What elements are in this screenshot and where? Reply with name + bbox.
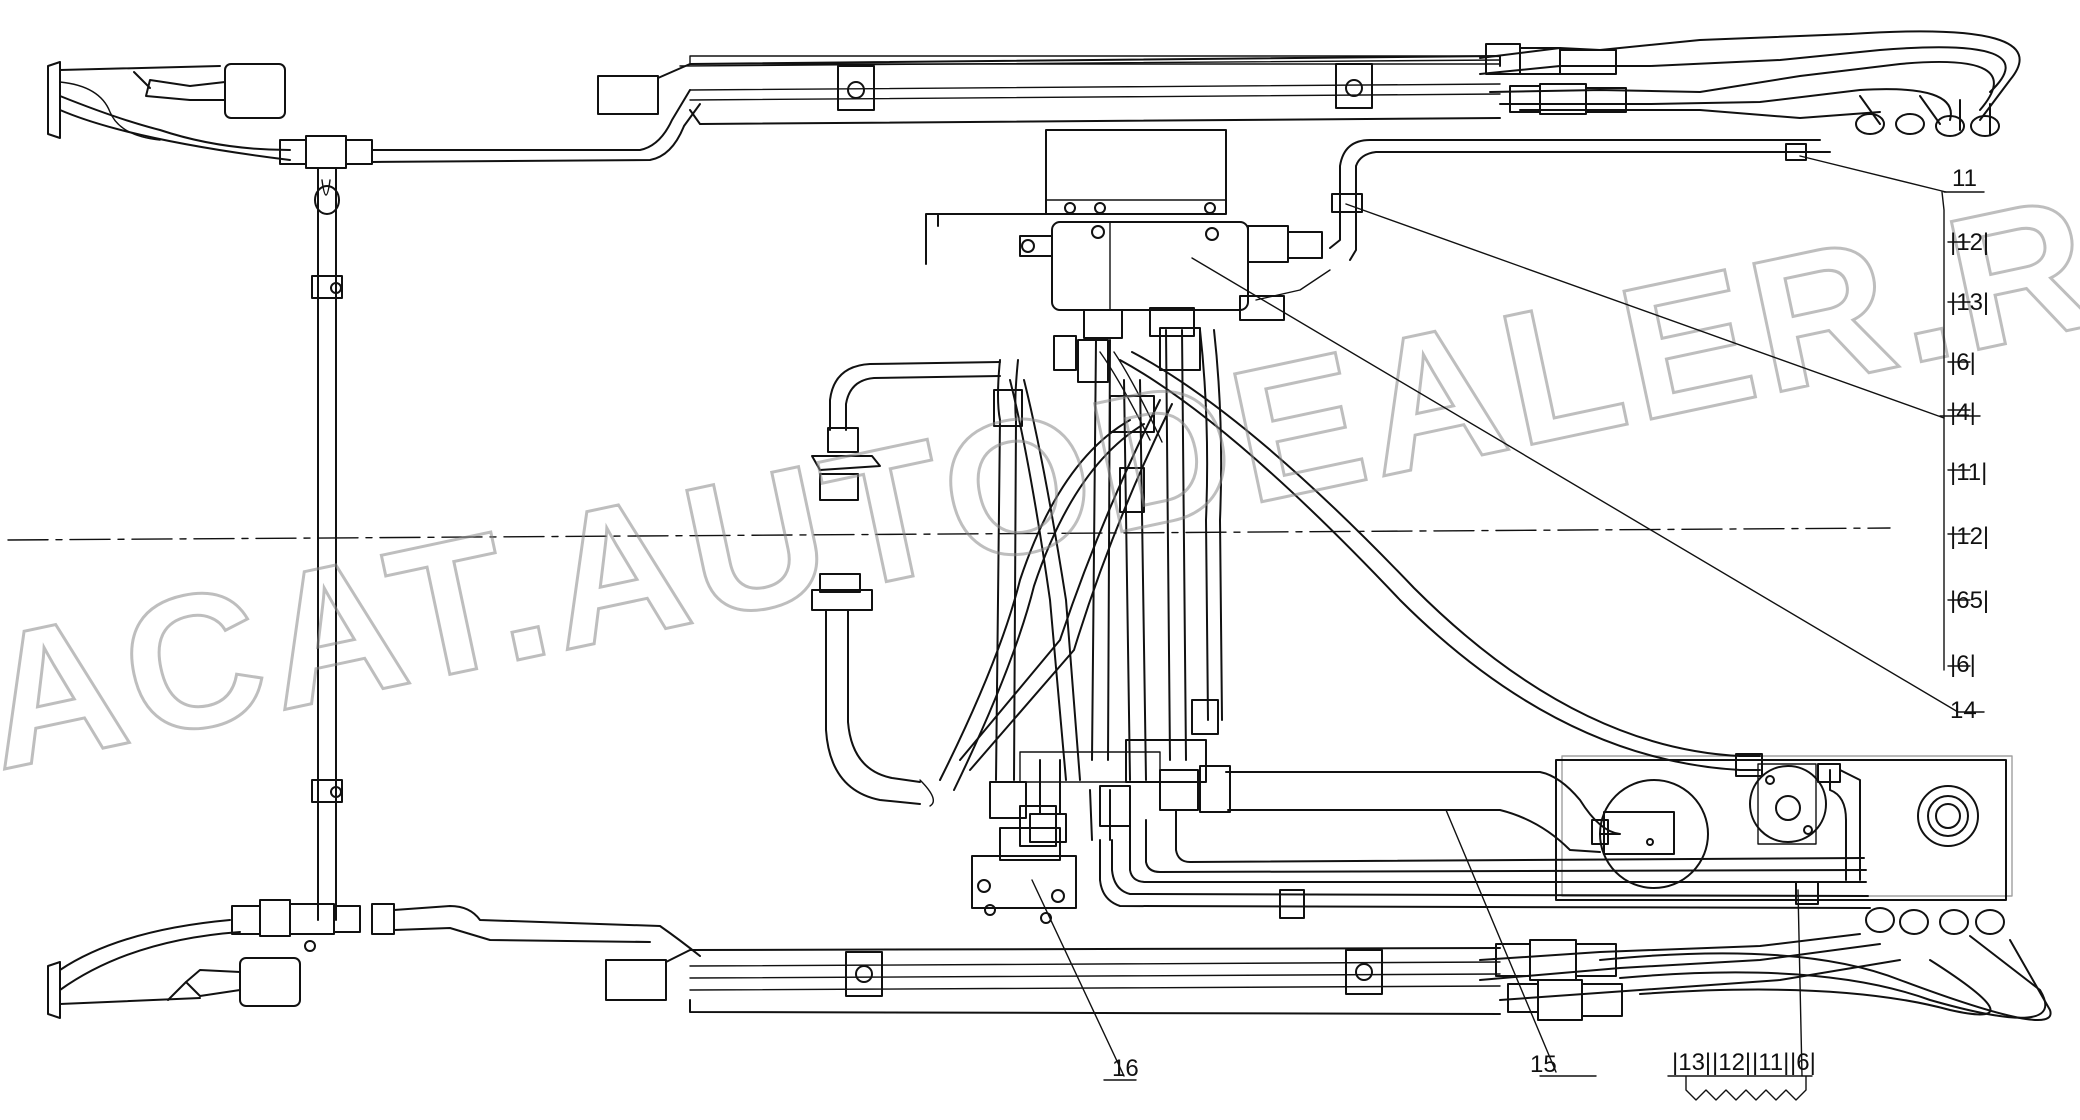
bottom-callout: |6|: [1790, 1049, 1816, 1076]
right-column-callouts: |12| |13| |6| |4| |11| |12| |65| |6|: [1950, 229, 1989, 678]
diagonal-return-hose: [1119, 351, 1763, 777]
bottom-row-callouts: |13| |12| |11| |6|: [1672, 1049, 1816, 1076]
lower-left-valve-block: [971, 759, 1077, 924]
bottom-callout: |13|: [1672, 1049, 1711, 1076]
bottom-left-cylinder: [47, 899, 701, 1019]
callout-11: 11: [1952, 165, 1977, 192]
lower-manifold: [989, 739, 1871, 919]
right-callout: |12|: [1950, 229, 1989, 256]
right-callout: |6|: [1950, 349, 1976, 376]
top-right-hose-loops: [1479, 30, 2021, 137]
right-callout: |4|: [1950, 399, 1976, 426]
callout-15: 15: [1530, 1051, 1557, 1078]
top-frame-rail: [597, 55, 1501, 125]
bottom-callout: |11|: [1752, 1049, 1789, 1076]
watermark-text: ACAT.AUTODEALER.RU: [0, 125, 2080, 810]
center-axis-line: [7, 527, 1891, 541]
right-callout: |11|: [1950, 459, 1987, 486]
right-tank-block: [1555, 755, 2013, 901]
left-cross-tube: [311, 167, 343, 921]
right-callout: |13|: [1950, 289, 1989, 316]
bottom-frame-rail: [605, 947, 1501, 1015]
top-left-cylinder: [47, 61, 701, 169]
bottom-callout: |12|: [1712, 1049, 1751, 1076]
callout-14: 14: [1950, 697, 1977, 724]
right-callout: |12|: [1950, 523, 1989, 550]
valve-to-top-rail-pipe: [1255, 139, 1831, 301]
leader-lines: [1031, 155, 1985, 1101]
right-callout: |6|: [1950, 651, 1976, 678]
left-bent-pipe: [811, 361, 1001, 807]
steering-valve-unit: [925, 129, 1323, 339]
bottom-right-hose-loops: [1479, 907, 2052, 1021]
right-callout: |65|: [1950, 587, 1989, 614]
callout-16: 16: [1112, 1055, 1139, 1082]
